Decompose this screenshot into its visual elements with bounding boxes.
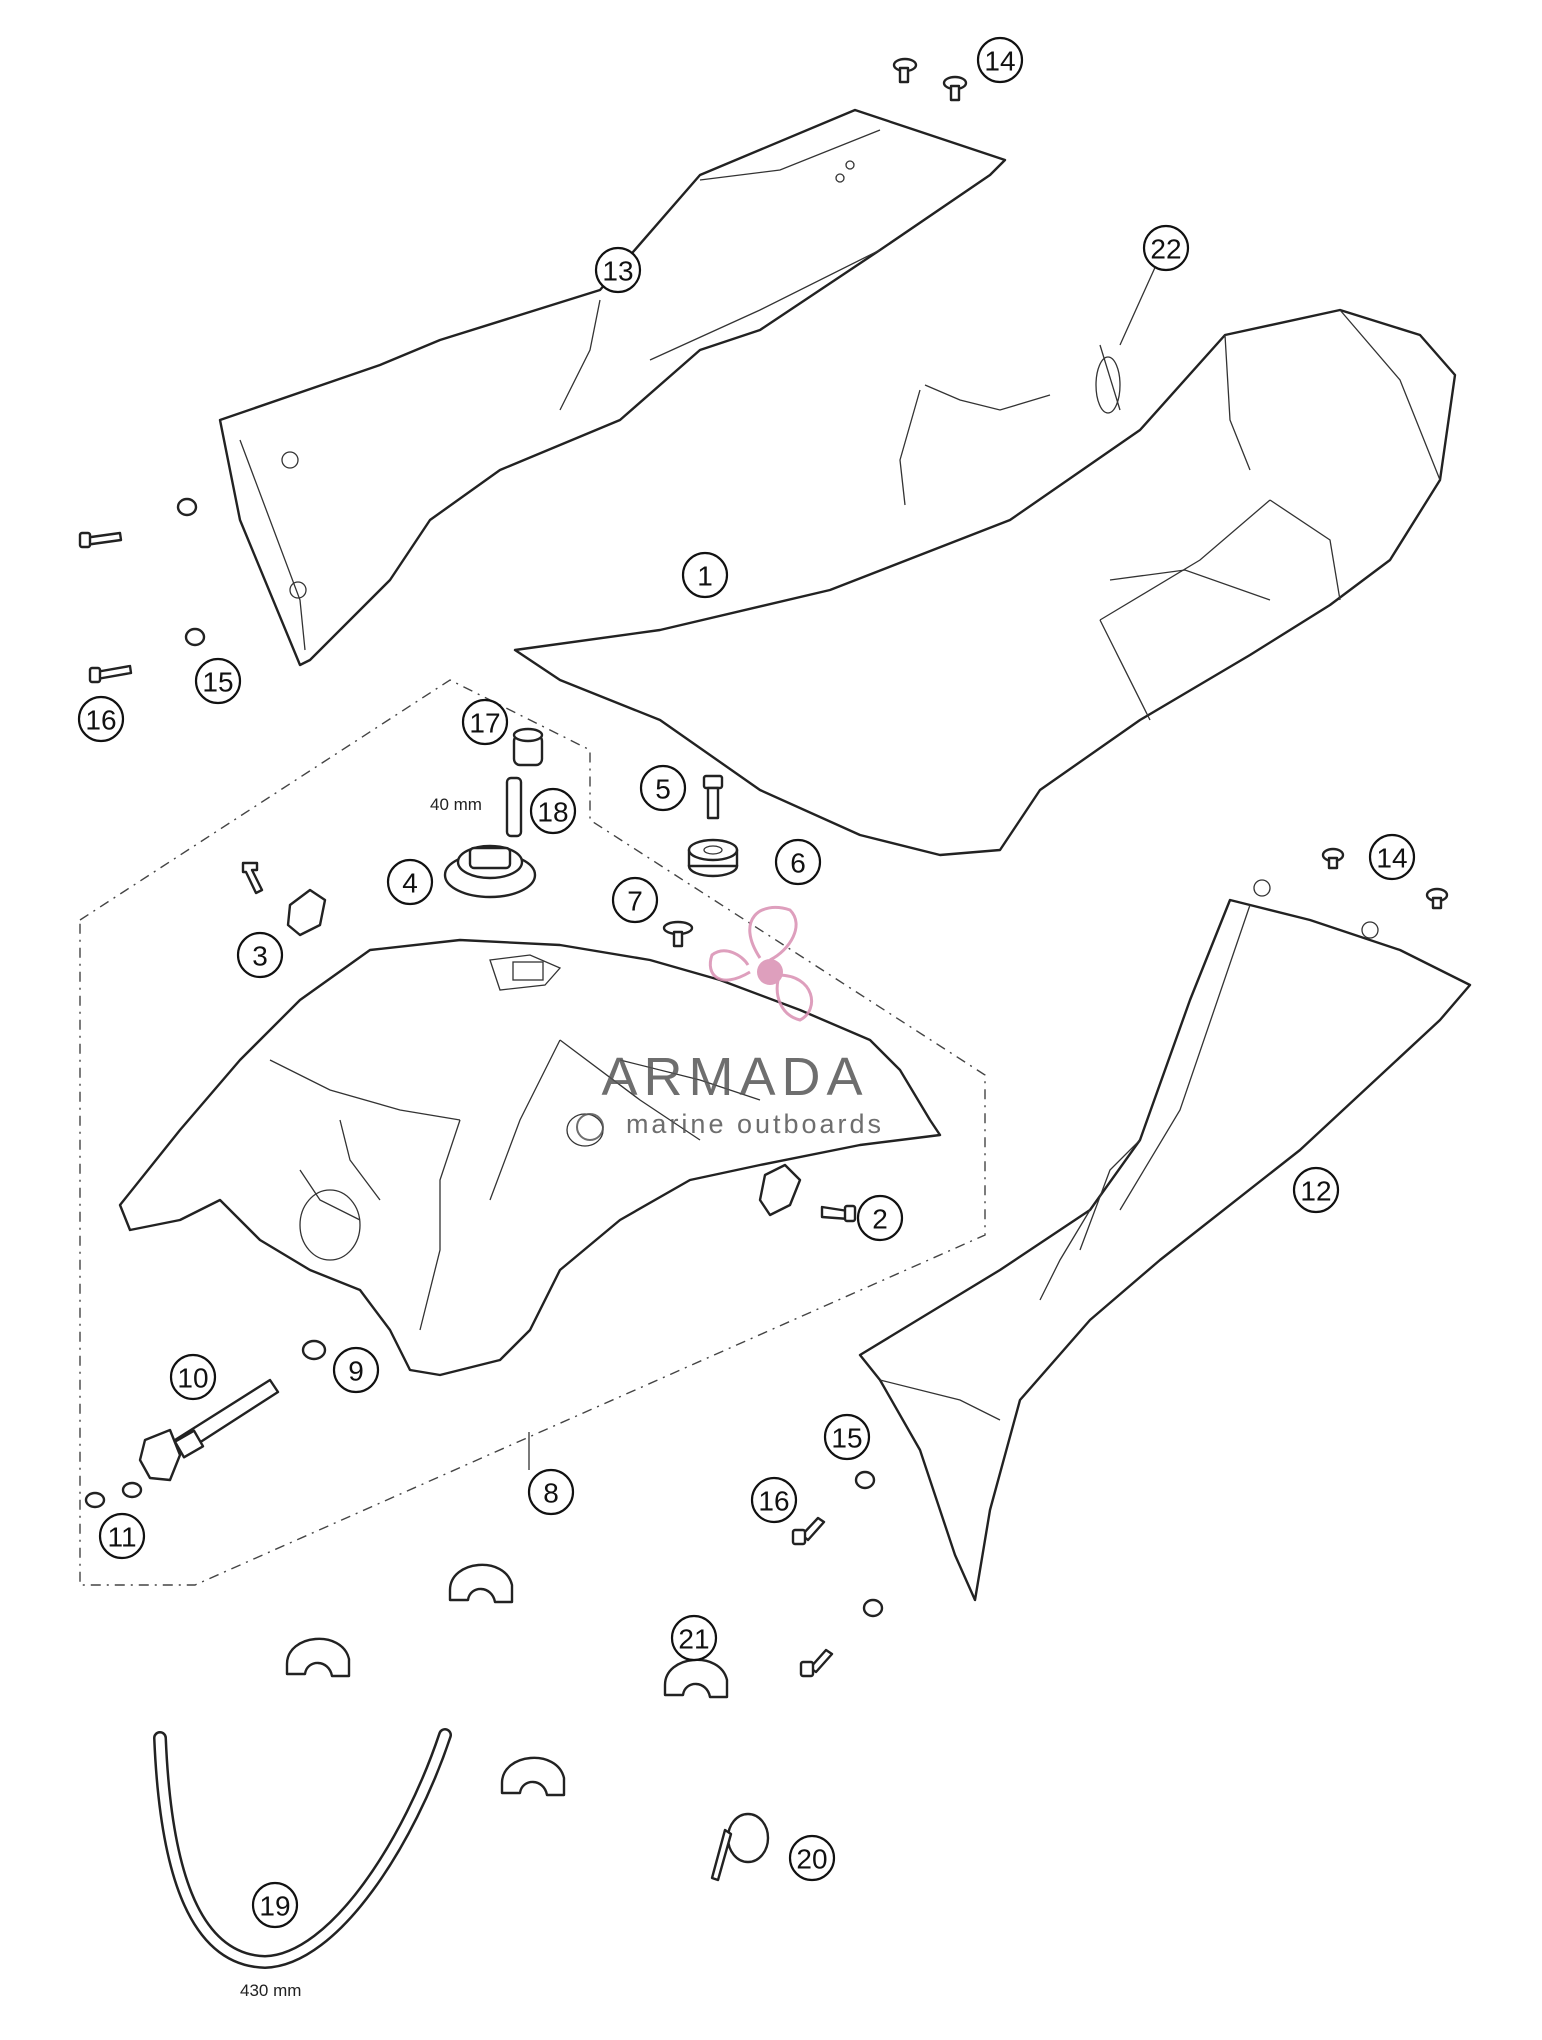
callout-13-label: 13 xyxy=(602,256,633,287)
seat xyxy=(513,308,1457,857)
callout-2: 2 xyxy=(856,1194,904,1242)
callout-18-label: 18 xyxy=(537,797,568,828)
callout-19: 19 xyxy=(251,1881,299,1929)
callout-14-top: 14 xyxy=(976,36,1024,84)
propeller-hub xyxy=(757,959,783,985)
callout-18: 18 xyxy=(529,787,577,835)
callout-12-label: 12 xyxy=(1300,1176,1331,1207)
callout-17-label: 17 xyxy=(469,708,500,739)
callout-20-label: 20 xyxy=(796,1844,827,1875)
callout-14-right: 14 xyxy=(1368,833,1416,881)
tank-assembly-outline xyxy=(79,679,986,1586)
watermark-tagline: marine outboards xyxy=(626,1109,884,1139)
armada-logo: ARMADA marine outboards xyxy=(576,905,884,1141)
fuel-hose xyxy=(153,1728,452,1970)
vent-hose xyxy=(505,776,523,838)
callout-5-label: 5 xyxy=(655,774,671,805)
fuel-hose-length: 430 mm xyxy=(240,1981,301,2000)
bracket-left xyxy=(241,861,327,937)
callout-22: 22 xyxy=(1142,224,1190,272)
seat-screw xyxy=(702,774,724,820)
callout-16-left-label: 16 xyxy=(85,705,116,736)
vent-cap xyxy=(512,727,544,767)
callout-7: 7 xyxy=(611,876,659,924)
callout-16-left: 16 xyxy=(77,695,125,743)
callout-15-left: 15 xyxy=(194,657,242,705)
callout-2-label: 2 xyxy=(872,1204,888,1235)
fuel-tank xyxy=(118,938,942,1377)
watermark-brand: ARMADA xyxy=(601,1047,868,1107)
callout-4-label: 4 xyxy=(402,868,418,899)
tap-nuts xyxy=(84,1481,143,1509)
screws-right xyxy=(1321,847,1449,910)
callout-21: 21 xyxy=(670,1614,718,1662)
callout-21-label: 21 xyxy=(678,1624,709,1655)
callout-10: 10 xyxy=(169,1353,217,1401)
callout-3-label: 3 xyxy=(252,941,268,972)
callout-22-label: 22 xyxy=(1150,234,1181,265)
screws-top xyxy=(892,57,968,102)
fuel-tap xyxy=(138,1378,280,1482)
callout-10-label: 10 xyxy=(177,1363,208,1394)
callout-20: 20 xyxy=(788,1834,836,1882)
bolts-left xyxy=(78,497,206,684)
o-ring xyxy=(301,1339,327,1361)
callout-14-top-label: 14 xyxy=(984,46,1015,77)
callouts: 1 2 3 4 5 6 7 8 9 10 11 12 13 14 14 15 1… xyxy=(77,36,1416,1929)
callout-7-label: 7 xyxy=(627,886,643,917)
callout-11: 11 xyxy=(98,1512,146,1560)
rubber-grommet xyxy=(687,838,739,878)
callout-9-label: 9 xyxy=(348,1356,364,1387)
callout-15-right-label: 15 xyxy=(831,1423,862,1454)
callout-3: 3 xyxy=(236,931,284,979)
vent-hose-length: 40 mm xyxy=(430,795,482,814)
hose-clips xyxy=(285,1563,729,1797)
callout-19-label: 19 xyxy=(259,1891,290,1922)
watermark-circle-icon xyxy=(576,1113,604,1141)
callout-9: 9 xyxy=(332,1346,380,1394)
push-rivet xyxy=(662,920,694,948)
bracket-right xyxy=(758,1163,857,1223)
callout-17: 17 xyxy=(461,698,509,746)
callout-1: 1 xyxy=(681,551,729,599)
propeller-icon xyxy=(708,905,814,1022)
filler-cap xyxy=(443,844,537,899)
callout-6: 6 xyxy=(774,838,822,886)
callout-8: 8 xyxy=(527,1468,575,1516)
callout-12: 12 xyxy=(1292,1166,1340,1214)
callout-8-label: 8 xyxy=(543,1478,559,1509)
bolts-right xyxy=(791,1470,884,1678)
callout-15-left-label: 15 xyxy=(202,667,233,698)
callout-13: 13 xyxy=(594,246,642,294)
callout-11-label: 11 xyxy=(107,1522,136,1553)
callout-15-right: 15 xyxy=(823,1413,871,1461)
right-side-cover xyxy=(858,879,1472,1602)
left-side-cover xyxy=(218,108,1007,667)
callout-4: 4 xyxy=(386,858,434,906)
cable-tie xyxy=(710,1812,770,1882)
callout-14-right-label: 14 xyxy=(1376,843,1407,874)
callout-6-label: 6 xyxy=(790,848,806,879)
callout-5: 5 xyxy=(639,764,687,812)
callout-16-right-label: 16 xyxy=(758,1486,789,1517)
callout-16-right: 16 xyxy=(750,1476,798,1524)
callout-1-label: 1 xyxy=(697,561,713,592)
